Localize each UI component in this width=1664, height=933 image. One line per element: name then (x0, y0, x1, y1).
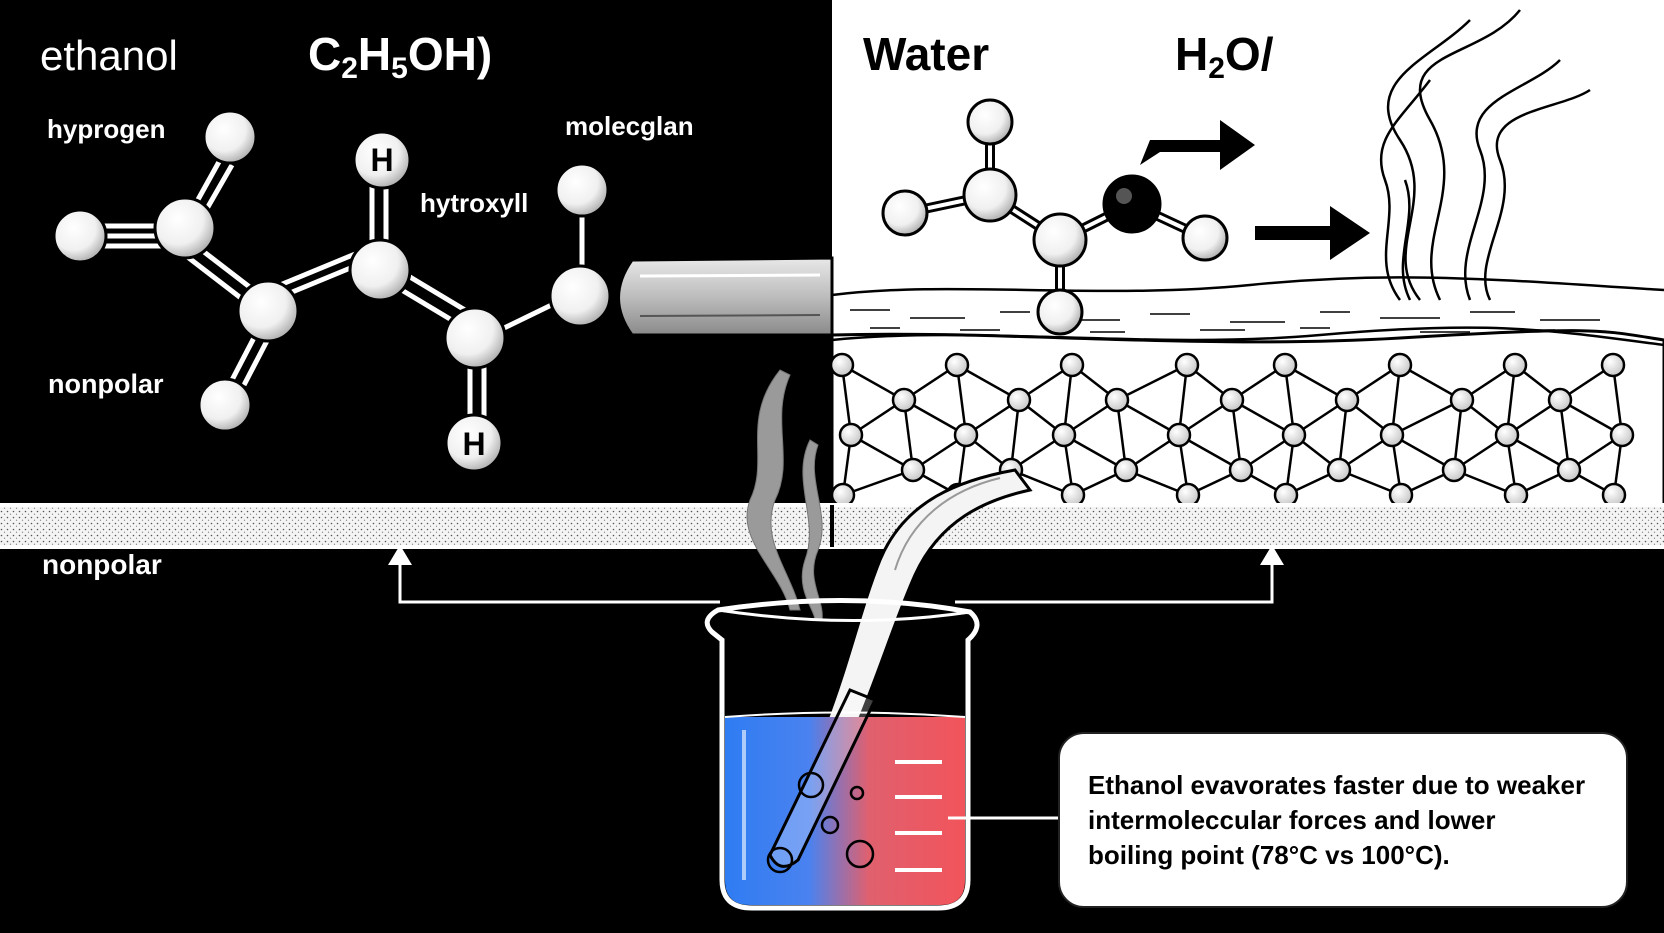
lattice-node (1449, 387, 1475, 413)
label-hyprogen: hyprogen (47, 114, 165, 144)
lattice-node (900, 457, 926, 483)
beaker (704, 598, 1058, 911)
lattice-node (1502, 352, 1528, 378)
lattice-node (1104, 387, 1130, 413)
lattice-node (1503, 482, 1529, 508)
lattice-node (1272, 352, 1298, 378)
caption-line-1: Ethanol evavorates faster due to weaker (1088, 769, 1586, 800)
lattice-node (1388, 482, 1414, 508)
water-steam (1379, 9, 1591, 301)
band-label-nonpolar: nonpolar (42, 549, 162, 580)
water-title: Water (863, 28, 989, 80)
arrow-icon (388, 545, 1284, 565)
lattice-node (1166, 422, 1192, 448)
water-formula: H2O/ (1175, 28, 1274, 85)
lattice-node (1600, 352, 1626, 378)
water-molecule (881, 98, 1229, 336)
label-hytroxyll: hytroxyll (420, 188, 528, 218)
label-nonpolar-left: nonpolar (48, 369, 164, 399)
test-tube (617, 256, 834, 337)
arrow-icon (1140, 120, 1370, 260)
lattice-node (830, 482, 856, 508)
lattice-node (1494, 422, 1520, 448)
lattice-node (1547, 387, 1573, 413)
ethanol-formula: C2H5OH) (308, 28, 492, 85)
lattice-node (891, 387, 917, 413)
lattice-node (1281, 422, 1307, 448)
caption-box: Ethanol evavorates faster due to weaker … (1058, 732, 1628, 908)
lattice-node (1334, 387, 1360, 413)
lattice-node (1228, 457, 1254, 483)
lattice-node (1326, 457, 1352, 483)
ethanol-steam (746, 369, 823, 621)
lattice-node (1113, 457, 1139, 483)
caption-line-3: boiling point (78°C vs 100°C). (1088, 839, 1450, 870)
lattice-node (1379, 422, 1405, 448)
caption-line-2: intermoleccular forces and lower (1088, 804, 1496, 835)
caption-text: Ethanol evavorates faster due to weaker … (1088, 768, 1598, 873)
lattice-node (1219, 387, 1245, 413)
ethanol-molecule (52, 109, 612, 473)
lattice-node (1441, 457, 1467, 483)
lattice-node (1601, 482, 1627, 508)
connector-arrows (398, 560, 1274, 604)
label-h-top: H (370, 142, 393, 178)
lattice-node (1273, 482, 1299, 508)
lattice-node (1175, 482, 1201, 508)
lattice-node (1609, 422, 1635, 448)
lattice-node (1051, 422, 1077, 448)
lattice-node (944, 352, 970, 378)
lattice-node (1174, 352, 1200, 378)
label-molecglan: molecglan (565, 111, 694, 141)
lattice-node (1006, 387, 1032, 413)
lattice-node (1059, 352, 1085, 378)
lattice-node (838, 422, 864, 448)
lattice-node (1387, 352, 1413, 378)
water-lattice (829, 329, 1664, 508)
lattice-node (829, 352, 855, 378)
lattice-node (1556, 457, 1582, 483)
lattice-node (1060, 482, 1086, 508)
water-surface (831, 276, 1664, 347)
lattice-node (953, 422, 979, 448)
ethanol-title: ethanol (40, 32, 178, 79)
label-h-bottom: H (462, 426, 485, 462)
